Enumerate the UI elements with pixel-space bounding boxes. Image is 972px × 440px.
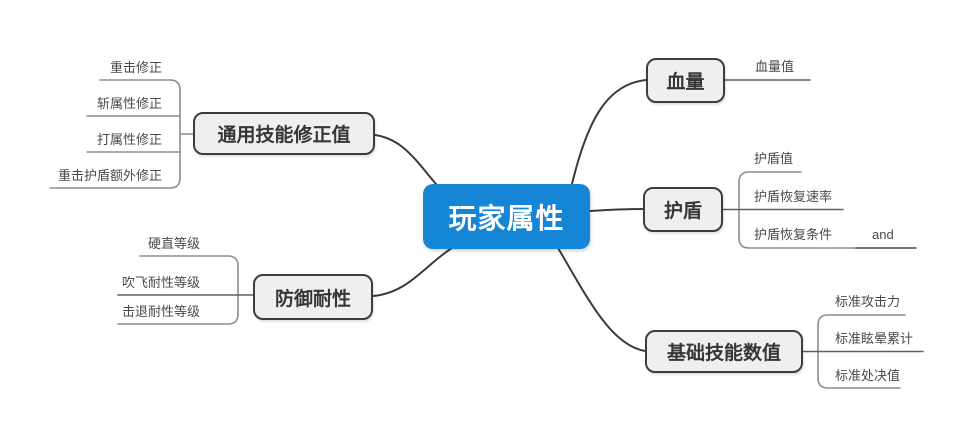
topic-base-skill-values[interactable]: 基础技能数值 — [645, 330, 803, 373]
underline-shield-value — [738, 171, 802, 183]
subtopic-blowaway-resistance-level[interactable]: 吹飞耐性等级 — [121, 275, 200, 290]
connector-root-to-general-skill — [374, 134, 437, 185]
subtopic-shield-value[interactable]: 护盾值 — [754, 151, 794, 166]
subtopic-heavy-hit-correction[interactable]: 重击修正 — [109, 60, 162, 75]
subtopic-standard-execution-value[interactable]: 标准处决值 — [835, 368, 901, 383]
connector-root-to-shield — [589, 208, 644, 212]
underline-shield-recover-condition — [738, 237, 857, 249]
connector-root-to-hp — [571, 79, 647, 185]
connector-root-to-base-skill — [557, 247, 646, 352]
subtopic-knockback-resistance-level[interactable]: 击退耐性等级 — [121, 304, 200, 319]
subtopic-and[interactable]: and — [872, 227, 894, 242]
topic-shield[interactable]: 护盾 — [643, 187, 723, 232]
subtopic-heavy-hit-shield-extra-correction[interactable]: 重击护盾额外修正 — [57, 168, 162, 183]
underline-heavy-hit-correction — [99, 79, 181, 91]
topic-defense-resistance[interactable]: 防御耐性 — [253, 274, 373, 320]
connector-root-to-defense — [372, 247, 453, 297]
topic-player-attributes[interactable]: 玩家属性 — [423, 184, 590, 249]
subtopic-hp-value[interactable]: 血量值 — [755, 59, 795, 74]
subtopic-shield-recovery-condition[interactable]: 护盾恢复条件 — [754, 227, 833, 242]
underline-knockback-level — [117, 313, 239, 325]
underline-stagger-level — [139, 255, 239, 267]
subtopic-stagger-level[interactable]: 硬直等级 — [147, 236, 200, 251]
underline-heavy-shield-extra — [49, 177, 181, 189]
underline-standard-execution — [817, 377, 901, 389]
subtopic-standard-attack-power[interactable]: 标准攻击力 — [835, 294, 901, 309]
subtopic-slash-attr-correction[interactable]: 斩属性修正 — [96, 96, 162, 111]
subtopic-standard-dizzy-accumulation[interactable]: 标准眩晕累计 — [835, 331, 914, 346]
topic-general-skill-modifiers[interactable]: 通用技能修正值 — [193, 112, 375, 155]
underline-standard-attack — [817, 314, 906, 326]
topic-hp[interactable]: 血量 — [646, 58, 725, 103]
subtopic-strike-attr-correction[interactable]: 打属性修正 — [96, 132, 162, 147]
subtopic-shield-recovery-rate[interactable]: 护盾恢复速率 — [754, 189, 833, 204]
